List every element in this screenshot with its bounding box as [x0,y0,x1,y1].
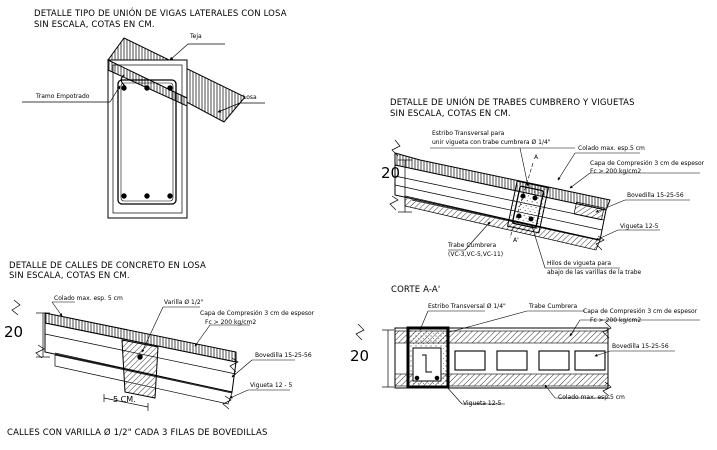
detail2-drawing [389,139,700,269]
detail4-bovedilla-2 [496,350,528,371]
detail1-title-line1: DETALLE TIPO DE UNIÓN DE VIGAS LATERALES… [34,9,287,19]
detail1-label-teja: Teja [190,33,202,40]
detail4-label-trabe: Trabe Cumbrera [529,303,578,310]
detail3-drawing [11,299,295,411]
detail3-label-bovedilla: Bovedilla 15-25-56 [255,352,312,359]
detail3-label-vigueta: Vigueta 12 - 5 [250,382,293,389]
detail2-label-vigueta: Vigueta 12-5 [620,223,659,230]
detail3-dimension-5cm: 5 CM. [113,395,136,404]
detail2-label-hilos-2: abajo de las varillas de la trabe [547,269,642,276]
detail2-label-colado: Colado max. esp.5 cm [578,145,645,152]
detail2-dimension-20: 20 [381,164,401,182]
detail2-label-capa-2: Fc > 200 kg/cm2 [590,168,642,175]
detail1-title-line2: SIN ESCALA, COTAS EN CM. [34,20,155,30]
detail2-label-trabe-2: (VC-3,VC-5,VC-11) [448,251,504,258]
detail1-label-losa: Losa [243,94,257,101]
detail3-dimension-20: 20 [4,323,24,341]
detail2-label-estribo-2: unir vigueta con trabe cumbrera Ø 1/4" [432,139,551,146]
detail2-section-a-prime: A' [513,237,519,244]
detail2-trabe [506,180,550,234]
detail2-title-line2: SIN ESCALA, COTAS EN CM. [390,109,511,119]
detail3-calle [121,339,159,399]
detail2-label-capa-1: Capa de Compresión 3 cm de espesor [590,160,705,167]
detail2-section-a: A [534,154,539,161]
detail3-label-colado: Colado max. esp. 5 cm [54,295,123,302]
detail3-title-line1: DETALLE DE CALLES DE CONCRETO EN LOSA [9,261,206,271]
detail4-label-capa-1: Capa de Compresión 3 cm de espesor [583,308,698,315]
detail2-label-trabe-1: Trabe Cumbrera [448,242,497,249]
detail2-label-estribo-1: Estribo Transversal para [432,130,505,137]
detail3-footer-note: CALLES CON VARILLA Ø 1/2" CADA 3 FILAS D… [7,428,268,438]
detail3-title-line2: SIN ESCALA, COTAS EN CM. [9,271,130,281]
detail3-label-capa-1: Capa de Compresión 3 cm de espesor [200,310,315,317]
detail3-label-varilla: Varilla Ø 1/2" [164,299,204,306]
detail3-label-capa-2: Fc > 200 kg/cm2 [205,319,257,326]
detail2-title-line1: DETALLE DE UNIÓN DE TRABES CUMBRERO Y VI… [390,98,635,108]
detail4-bovedilla-3 [538,350,570,371]
detail4-label-capa-2: Fc > 200 kg/cm2 [590,317,642,324]
detail4-drawing [355,310,700,405]
detail4-label-colado: Colado max. esp.5 cm [558,394,625,401]
detail4-dimension-20: 20 [350,347,370,365]
detail1-label-tramo: Tramo Empotrado [36,93,90,100]
detail4-bovedilla-1 [454,350,486,371]
detail4-label-vigueta: Vigueta 12-5 [463,400,502,407]
detail4-title: CORTE A-A' [391,285,441,295]
detail1-drawing [22,37,265,219]
detail4-label-estribo: Estribo Transversal Ø 1/4" [428,303,506,310]
detail2-label-hilos-1: Hilos de vigueta para [547,260,612,267]
detail4-label-bovedilla: Bovedilla 15-25-56 [612,343,669,350]
detail2-label-bovedilla: Bovedilla 15-25-56 [627,192,684,199]
